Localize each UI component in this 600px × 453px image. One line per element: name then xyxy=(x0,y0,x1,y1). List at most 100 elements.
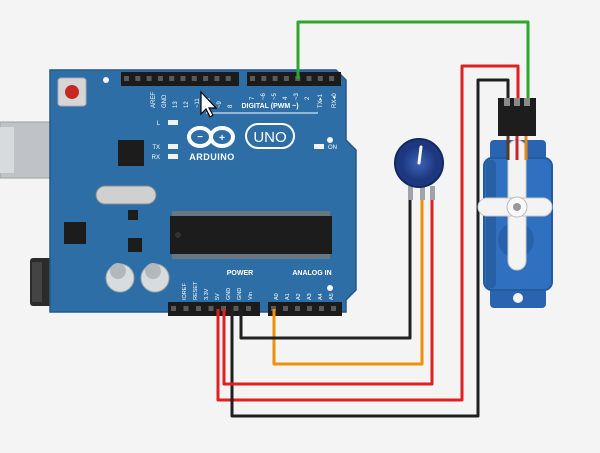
header-pin-hole[interactable] xyxy=(250,76,255,81)
potentiometer[interactable] xyxy=(394,138,444,200)
pin-label-a5: A5 xyxy=(329,293,335,300)
header-pin-hole[interactable] xyxy=(233,306,239,311)
pin-label-a4: A4 xyxy=(318,293,324,300)
mounting-hole xyxy=(327,137,333,143)
header-pin-hole[interactable] xyxy=(171,306,176,311)
header-pin-hole[interactable] xyxy=(146,76,152,81)
header-pin-hole[interactable] xyxy=(261,76,267,81)
pin-label-vin: Vin xyxy=(248,292,254,300)
pin-label-12: 12 xyxy=(184,101,190,108)
power-label: POWER xyxy=(227,270,253,277)
header-pin-hole[interactable] xyxy=(191,76,197,81)
crystal-oscillator xyxy=(95,185,157,205)
regulator xyxy=(64,222,86,244)
header-pin-hole[interactable] xyxy=(135,76,141,81)
led-rx xyxy=(168,154,178,159)
atmega-chip xyxy=(170,216,332,254)
pot-leg-2 xyxy=(420,186,425,200)
pin-label-3: ~3 xyxy=(294,92,300,100)
brand-text: ARDUINO xyxy=(189,152,235,162)
capacitor-1-top xyxy=(110,263,126,279)
pot-indicator xyxy=(417,145,423,165)
led-rx-label: RX xyxy=(152,155,160,161)
servo-horn[interactable] xyxy=(477,139,553,271)
wires xyxy=(216,20,530,418)
power-jack-face xyxy=(32,262,42,302)
pin-label-4: 4 xyxy=(283,96,289,100)
led-l-label: L xyxy=(157,121,161,127)
wire-pot-power-red[interactable] xyxy=(222,198,434,386)
servo-motor[interactable] xyxy=(477,98,553,308)
usb-connector-face xyxy=(0,127,14,173)
header-pin-hole[interactable] xyxy=(283,76,289,81)
pin-label-a2: A2 xyxy=(296,293,302,300)
wire-signal-green[interactable] xyxy=(296,20,530,100)
pot-leg-3 xyxy=(430,186,435,200)
pin-label-gnd: GND xyxy=(162,94,168,108)
small-chip xyxy=(128,238,142,252)
wire-servo-ground-black[interactable] xyxy=(230,78,510,418)
wire-pot-ground-black[interactable] xyxy=(239,198,412,340)
wire-servo-power-red[interactable] xyxy=(216,64,520,402)
header-pin-hole[interactable] xyxy=(157,76,163,81)
pin-label-gnd-2: GND xyxy=(237,288,243,300)
pin-label-9: ~9 xyxy=(217,100,223,108)
header-pin-hole[interactable] xyxy=(329,76,335,81)
pin-label-2: 2 xyxy=(305,96,311,100)
chip-pins-top xyxy=(172,211,330,216)
led-l xyxy=(168,120,178,125)
header-pin-hole[interactable] xyxy=(246,306,251,311)
led-on xyxy=(314,144,324,149)
uno-badge xyxy=(245,123,295,149)
pin-label-8: 8 xyxy=(228,104,234,108)
digital-label: DIGITAL (PWM ~) xyxy=(241,103,298,110)
header-pin-hole[interactable] xyxy=(283,306,288,311)
servo-mount-hole xyxy=(513,293,523,303)
header-pin-hole[interactable] xyxy=(225,76,231,81)
header-pin-hole[interactable] xyxy=(169,76,175,81)
header-pin-hole[interactable] xyxy=(196,306,201,311)
capacitor-2-top xyxy=(145,263,161,279)
servo-connector-slot xyxy=(524,98,530,106)
chip-pins-bottom xyxy=(172,254,330,259)
header-pin-hole[interactable] xyxy=(180,76,186,81)
pin-label-a0: A0 xyxy=(274,293,280,300)
header-pin-hole[interactable] xyxy=(183,306,189,311)
pin-label-aref: AREF xyxy=(151,92,157,108)
mounting-hole xyxy=(103,77,109,83)
header-pin-hole[interactable] xyxy=(221,306,226,311)
pin-label-0: RX◂0 xyxy=(332,93,338,108)
arduino-uno-board[interactable]: L TX RX ON − + ARDUINO UNO DIGITAL (PWM … xyxy=(0,69,357,316)
pin-label-7: 7 xyxy=(250,96,256,100)
pin-label-1: TX▸1 xyxy=(318,93,324,108)
infinity-loop-right xyxy=(209,126,235,148)
header-pin-hole[interactable] xyxy=(124,76,129,81)
servo-connector-slot xyxy=(514,98,520,106)
header-pin-hole[interactable] xyxy=(272,76,278,81)
pot-leg-1 xyxy=(408,186,413,200)
header-pin-hole[interactable] xyxy=(295,306,300,311)
header-pin-hole[interactable] xyxy=(306,76,312,81)
header-pin-hole[interactable] xyxy=(203,76,209,81)
header-pin-hole[interactable] xyxy=(271,306,276,311)
pin-label-a3: A3 xyxy=(307,293,313,300)
header-pin-hole[interactable] xyxy=(307,306,312,311)
led-on-label: ON xyxy=(328,145,337,151)
mounting-hole xyxy=(327,285,333,291)
header-pin-hole[interactable] xyxy=(317,76,323,81)
pin-label-11: ~11 xyxy=(195,98,201,108)
reset-button-cap[interactable] xyxy=(65,85,79,99)
digital-header-right xyxy=(247,72,341,86)
header-pin-hole[interactable] xyxy=(319,306,324,311)
pin-label-reset: RESET xyxy=(193,281,199,300)
header-pin-hole[interactable] xyxy=(214,76,220,81)
led-tx-label: TX xyxy=(152,145,160,151)
servo-connector-slot xyxy=(504,98,510,106)
header-pin-hole[interactable] xyxy=(208,306,214,311)
led-tx xyxy=(168,144,178,149)
pin-label-5: ~5 xyxy=(272,92,278,100)
pin-label-a1: A1 xyxy=(285,293,291,300)
header-pin-hole[interactable] xyxy=(331,306,336,311)
servo-horn-screw xyxy=(513,203,521,211)
